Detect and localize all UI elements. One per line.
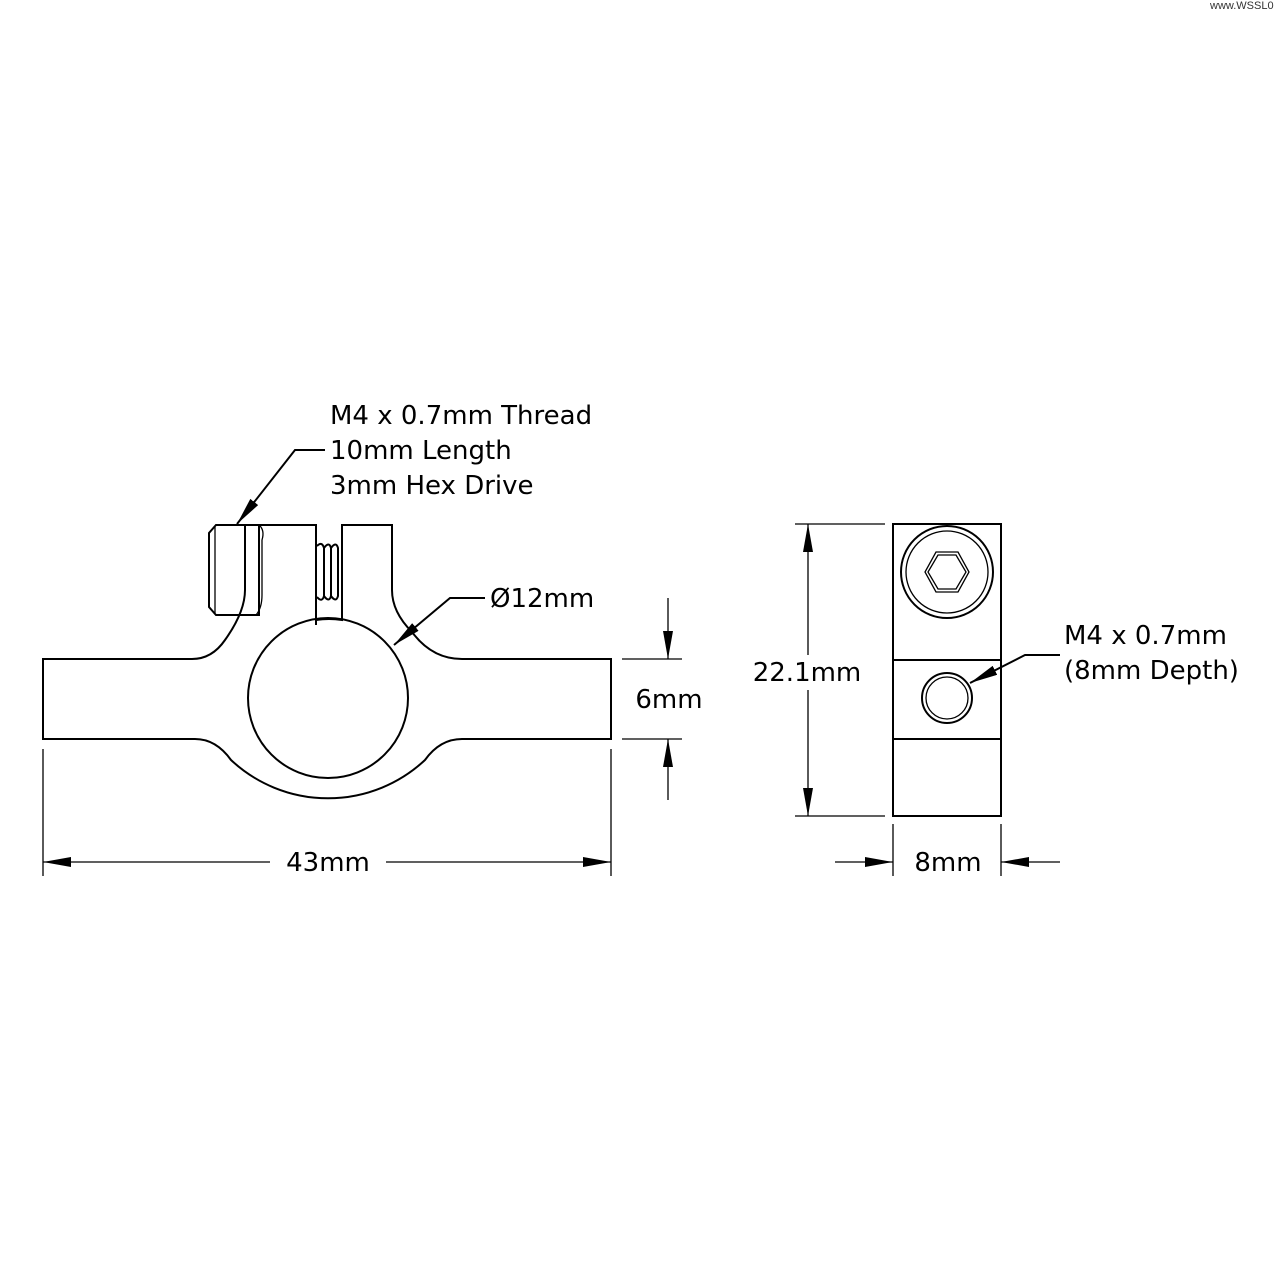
- length-label: 43mm: [286, 848, 370, 878]
- hole-callout-line-1: M4 x 0.7mm: [1064, 621, 1227, 651]
- screw-head: [208, 524, 264, 616]
- length-dimension: 43mm: [42, 749, 612, 878]
- screw-callout-line-3: 3mm Hex Drive: [330, 471, 534, 501]
- screw-thread: [316, 542, 339, 601]
- screw-callout-leader: [236, 449, 325, 525]
- hole-callout-leader: [969, 654, 1060, 684]
- watermark: www.WSSL0: [1209, 0, 1274, 12]
- height-dimension: 22.1mm: [753, 523, 885, 817]
- width-label: 8mm: [914, 848, 981, 878]
- bore-callout-leader: [393, 597, 485, 646]
- height-label: 22.1mm: [753, 658, 862, 688]
- bore-hole: [247, 617, 409, 779]
- thickness-label: 6mm: [635, 685, 702, 715]
- side-body: [892, 523, 1002, 817]
- screw-callout-line-2: 10mm Length: [330, 436, 512, 466]
- tapped-hole: [921, 672, 973, 724]
- screw-callout-line-1: M4 x 0.7mm Thread: [330, 401, 592, 431]
- thickness-dimension: 6mm: [622, 598, 703, 800]
- screw-head-end: [900, 525, 994, 619]
- width-dimension: 8mm: [835, 824, 1060, 878]
- front-view: M4 x 0.7mm Thread 10mm Length 3mm Hex Dr…: [42, 401, 703, 878]
- hole-callout-line-2: (8mm Depth): [1064, 656, 1239, 686]
- bore-diameter-label: Ø12mm: [490, 584, 594, 614]
- side-view: 22.1mm 8mm M4 x 0.7mm (8mm Depth): [753, 523, 1239, 878]
- clamp-body-outline: [42, 524, 612, 800]
